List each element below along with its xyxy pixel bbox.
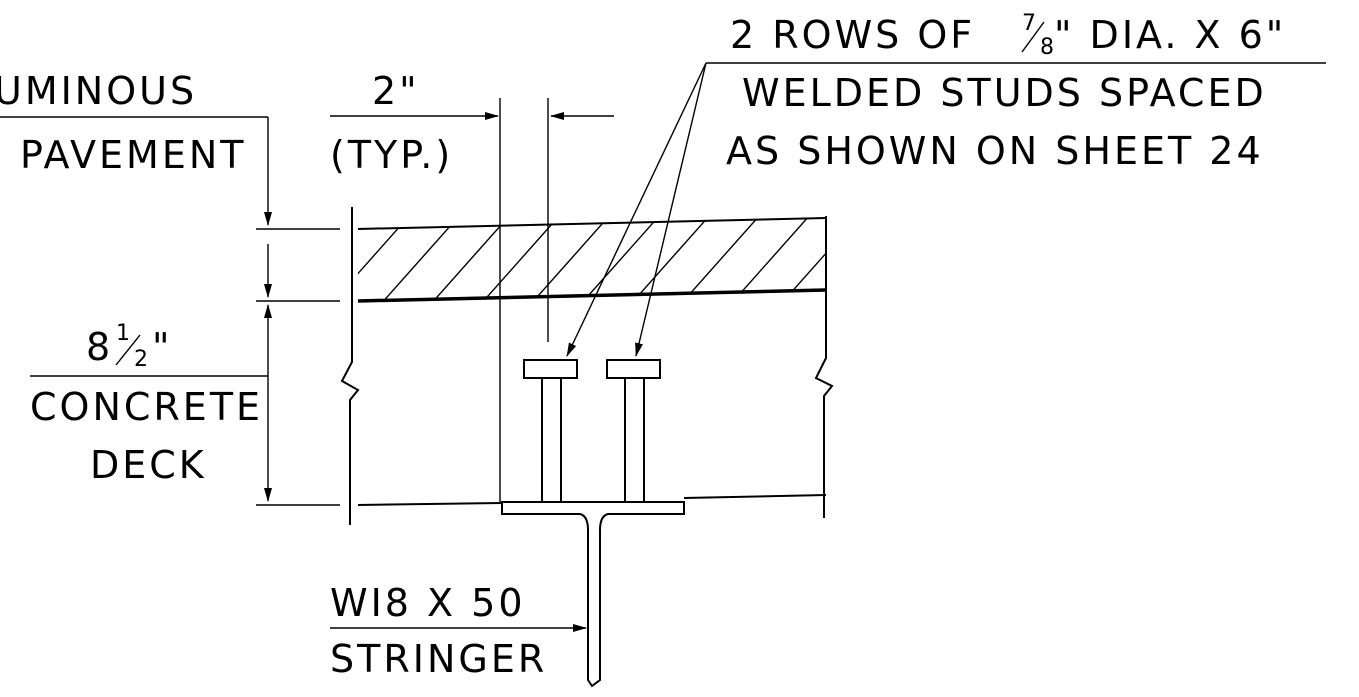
studs-frac-den: 8 <box>1040 35 1054 60</box>
deck-bottom-line-right <box>683 494 827 499</box>
right-break-line <box>814 216 834 518</box>
pavement-callout: UMINOUS PAVEMENT <box>0 69 340 302</box>
deck-thickness-frac-num: 1 <box>116 321 130 346</box>
pavement-hatch <box>358 218 826 301</box>
left-break-line <box>340 207 360 525</box>
studs-line2: WELDED STUDS SPACED <box>742 71 1267 115</box>
studs-callout: 2 ROWS OF 7 8 " DIA. X 6" WELDED STUDS S… <box>566 11 1326 357</box>
pavement-top-line <box>357 217 827 230</box>
shear-stud-right <box>606 359 661 502</box>
studs-frac-slash <box>1021 21 1045 53</box>
deck-section <box>340 207 834 525</box>
studs-frac-num: 7 <box>1022 11 1036 36</box>
studs-line3: AS SHOWN ON SHEET 24 <box>726 129 1264 173</box>
deck-frac-slash <box>115 334 141 366</box>
shear-stud-left <box>523 359 578 502</box>
deck-thickness-frac-den: 2 <box>134 347 148 372</box>
deck-callout: 8 1 2 " CONCRETE DECK <box>30 304 340 506</box>
deck-bottom-line-left <box>357 502 503 506</box>
studs-leader-right <box>635 62 707 357</box>
stud-edge-dimension: 2" (TYP.) <box>330 69 614 502</box>
studs-line1-suffix: " DIA. X 6" <box>1054 13 1286 57</box>
stringer-label-line2: STRINGER <box>330 637 547 681</box>
dim-2in-label: 2" <box>372 69 420 113</box>
deck-label-concrete: CONCRETE <box>30 385 263 429</box>
dim-typ-label: (TYP.) <box>330 133 453 177</box>
studs-leader-left <box>566 62 707 357</box>
pavement-label-line2: PAVEMENT <box>20 133 247 177</box>
deck-thickness-whole: 8 <box>86 325 113 369</box>
studs-line1-prefix: 2 ROWS OF <box>730 13 975 57</box>
deck-label-deck: DECK <box>90 443 207 487</box>
pavement-label-line1: UMINOUS <box>0 69 197 113</box>
stringer-label-line1: WI8 X 50 <box>330 581 526 625</box>
steel-stringer <box>501 501 685 688</box>
stringer-callout: WI8 X 50 STRINGER <box>330 581 587 681</box>
deck-thickness-inch: " <box>152 325 172 369</box>
